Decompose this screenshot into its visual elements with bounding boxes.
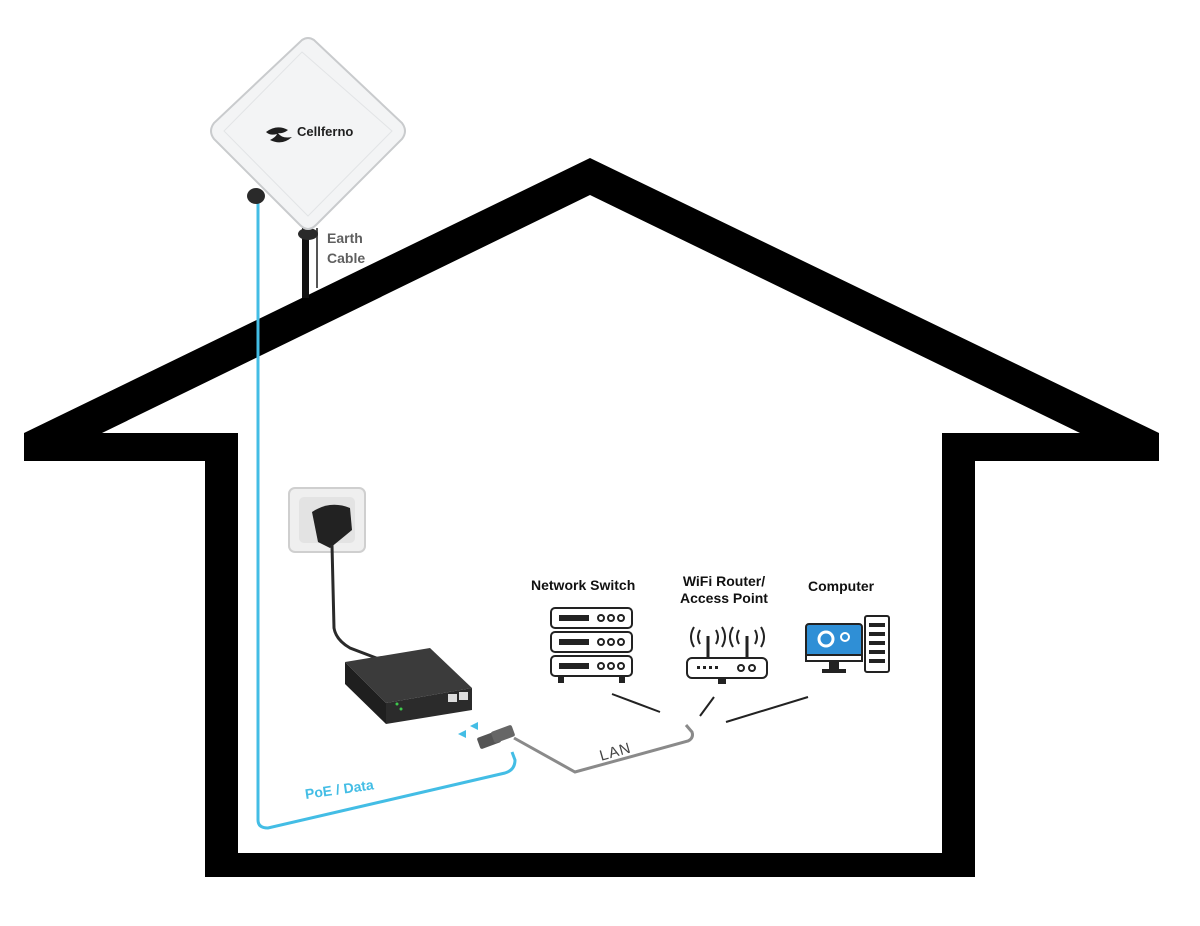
- power-cable: [330, 544, 393, 666]
- connector-arrows: [458, 722, 478, 738]
- wifi-router-label-line1: WiFi Router/: [682, 573, 766, 589]
- wifi-router-icon: [686, 626, 768, 684]
- computer-label: Computer: [808, 578, 875, 594]
- poe-data-cable: [256, 200, 517, 830]
- poe-injector-icon: [345, 648, 472, 724]
- earth-label-line1: Earth: [327, 230, 363, 246]
- brand-label: Cellferno: [297, 124, 354, 139]
- network-switch-icon: [550, 607, 633, 683]
- network-switch-label: Network Switch: [531, 577, 636, 593]
- lan-plugs: [477, 725, 515, 749]
- lan-cable: [513, 724, 694, 774]
- computer-icon: [805, 615, 890, 673]
- earth-cable: [302, 228, 318, 298]
- wifi-router-label-line2: Access Point: [680, 590, 768, 606]
- outdoor-antenna-icon: [210, 37, 406, 240]
- wifi-router-label: WiFi Router/ Access Point: [680, 573, 768, 607]
- lan-connection-lines: [611, 693, 809, 723]
- wall-socket-icon: [288, 487, 366, 553]
- earth-label-line2: Cable: [327, 250, 366, 266]
- earth-cable-label: Earth Cable: [327, 228, 365, 268]
- house-outline: [24, 158, 1159, 877]
